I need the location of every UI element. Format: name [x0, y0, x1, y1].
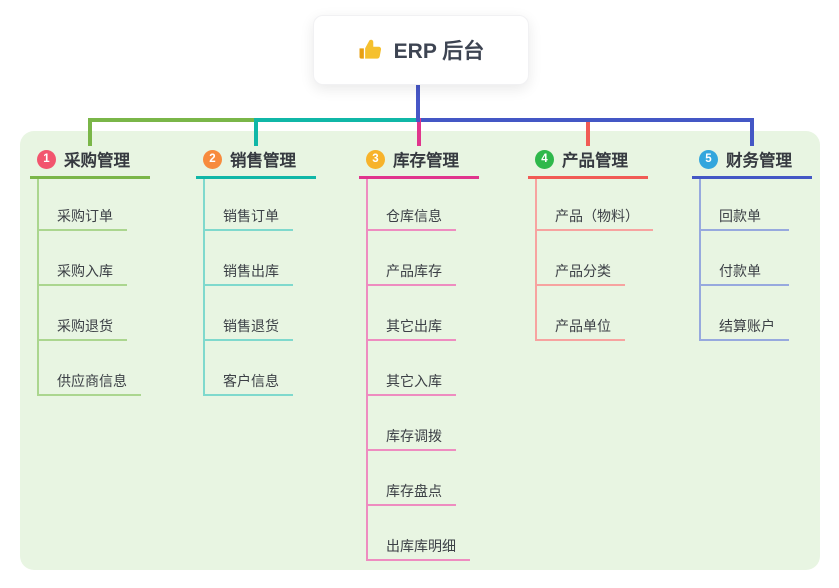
child-node[interactable]: 销售出库	[203, 259, 293, 286]
branch-number-badge: 2	[203, 149, 222, 169]
child-node[interactable]: 库存盘点	[366, 479, 456, 506]
child-node[interactable]: 采购入库	[37, 259, 127, 286]
branch-header-1[interactable]: 1 采购管理	[30, 147, 130, 171]
branch-drop-line	[750, 118, 754, 146]
child-node[interactable]: 客户信息	[203, 369, 293, 396]
child-node[interactable]: 供应商信息	[37, 369, 141, 396]
branch-number-badge: 3	[366, 149, 385, 169]
branch-underline	[30, 176, 150, 179]
branch-child-spine	[535, 179, 537, 341]
branch-child-spine	[366, 179, 368, 561]
child-node[interactable]: 其它入库	[366, 369, 456, 396]
branch-drop-line	[88, 118, 92, 146]
branch-label: 库存管理	[393, 152, 459, 170]
branches-panel	[20, 131, 820, 570]
branch-label: 采购管理	[64, 152, 130, 170]
branch-label: 财务管理	[726, 152, 792, 170]
branch-drop-line	[254, 118, 258, 146]
branch-header-5[interactable]: 5 财务管理	[692, 147, 792, 171]
branch-underline	[359, 176, 479, 179]
child-node[interactable]: 采购退货	[37, 314, 127, 341]
child-node[interactable]: 付款单	[699, 259, 789, 286]
child-node[interactable]: 结算账户	[699, 314, 789, 341]
branch-number-badge: 1	[37, 149, 56, 169]
child-node[interactable]: 库存调拨	[366, 424, 456, 451]
root-stem-line	[416, 83, 420, 122]
branch-label: 产品管理	[562, 152, 628, 170]
root-node-label: ERP 后台	[393, 40, 485, 63]
branch-label: 销售管理	[230, 152, 296, 170]
branch-underline	[528, 176, 648, 179]
branch-header-2[interactable]: 2 销售管理	[196, 147, 296, 171]
branch-number-badge: 5	[699, 149, 718, 169]
branch-header-3[interactable]: 3 库存管理	[359, 147, 459, 171]
child-node[interactable]: 销售订单	[203, 204, 293, 231]
thumbs-up-icon	[358, 37, 384, 63]
child-node[interactable]: 产品分类	[535, 259, 625, 286]
child-node[interactable]: 出库库明细	[366, 534, 470, 561]
branch-header-4[interactable]: 4 产品管理	[528, 147, 628, 171]
branch-connector-line	[254, 118, 420, 122]
branch-child-spine	[699, 179, 701, 341]
child-node[interactable]: 产品（物料）	[535, 204, 653, 231]
child-node[interactable]: 仓库信息	[366, 204, 456, 231]
branch-connector-line	[416, 118, 754, 122]
branch-underline	[196, 176, 316, 179]
branch-drop-line	[586, 118, 590, 146]
branch-child-spine	[37, 179, 39, 396]
child-node[interactable]: 产品库存	[366, 259, 456, 286]
child-node[interactable]: 产品单位	[535, 314, 625, 341]
child-node[interactable]: 回款单	[699, 204, 789, 231]
root-node[interactable]: ERP 后台	[313, 15, 529, 85]
child-node[interactable]: 其它出库	[366, 314, 456, 341]
child-node[interactable]: 销售退货	[203, 314, 293, 341]
branch-child-spine	[203, 179, 205, 396]
child-node[interactable]: 采购订单	[37, 204, 127, 231]
branch-number-badge: 4	[535, 149, 554, 169]
branch-underline	[692, 176, 812, 179]
branch-drop-line	[417, 118, 421, 146]
